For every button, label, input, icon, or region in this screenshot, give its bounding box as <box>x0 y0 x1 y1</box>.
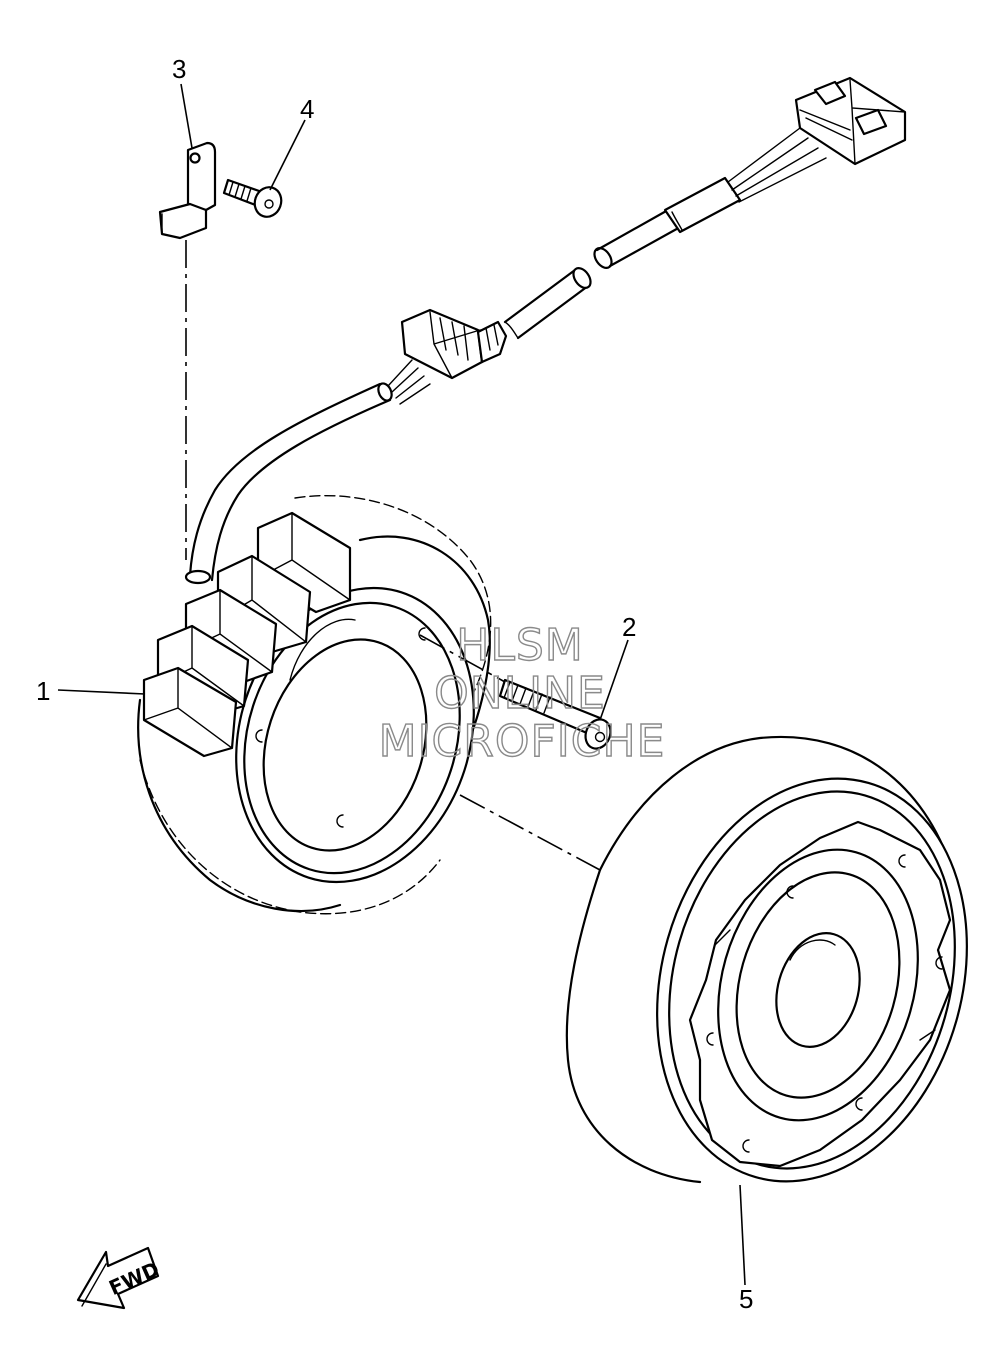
callout-3: 3 <box>172 54 186 84</box>
wire-harness <box>184 359 431 585</box>
stator-coil-poles <box>142 511 352 758</box>
small-connector[interactable] <box>400 308 508 380</box>
bolt-part-2[interactable] <box>498 678 615 752</box>
watermark-line-2: ONLINE <box>434 668 606 719</box>
assembly-center-lines <box>185 240 601 871</box>
screw-part-4[interactable] <box>222 178 285 221</box>
fwd-arrow-icon <box>76 1246 160 1310</box>
fwd-indicator: FWD <box>76 1246 163 1310</box>
bracket-part-3[interactable] <box>158 141 217 240</box>
callout-leaders <box>57 83 746 1286</box>
watermark-line-3: MICROFICHE <box>379 716 666 767</box>
callout-4: 4 <box>300 94 314 124</box>
rotor-part-5[interactable] <box>565 735 1000 1218</box>
callout-5: 5 <box>739 1284 753 1314</box>
cable-segment-1 <box>503 267 592 340</box>
callout-2: 2 <box>622 612 636 642</box>
watermark: HLSM ONLINE MICROFICHE <box>378 619 666 767</box>
large-connector[interactable] <box>794 76 907 166</box>
callout-1: 1 <box>36 676 50 706</box>
watermark-line-1: HLSM <box>456 620 584 671</box>
stator-part-1[interactable] <box>137 494 511 915</box>
cable-segment-2 <box>593 127 827 269</box>
